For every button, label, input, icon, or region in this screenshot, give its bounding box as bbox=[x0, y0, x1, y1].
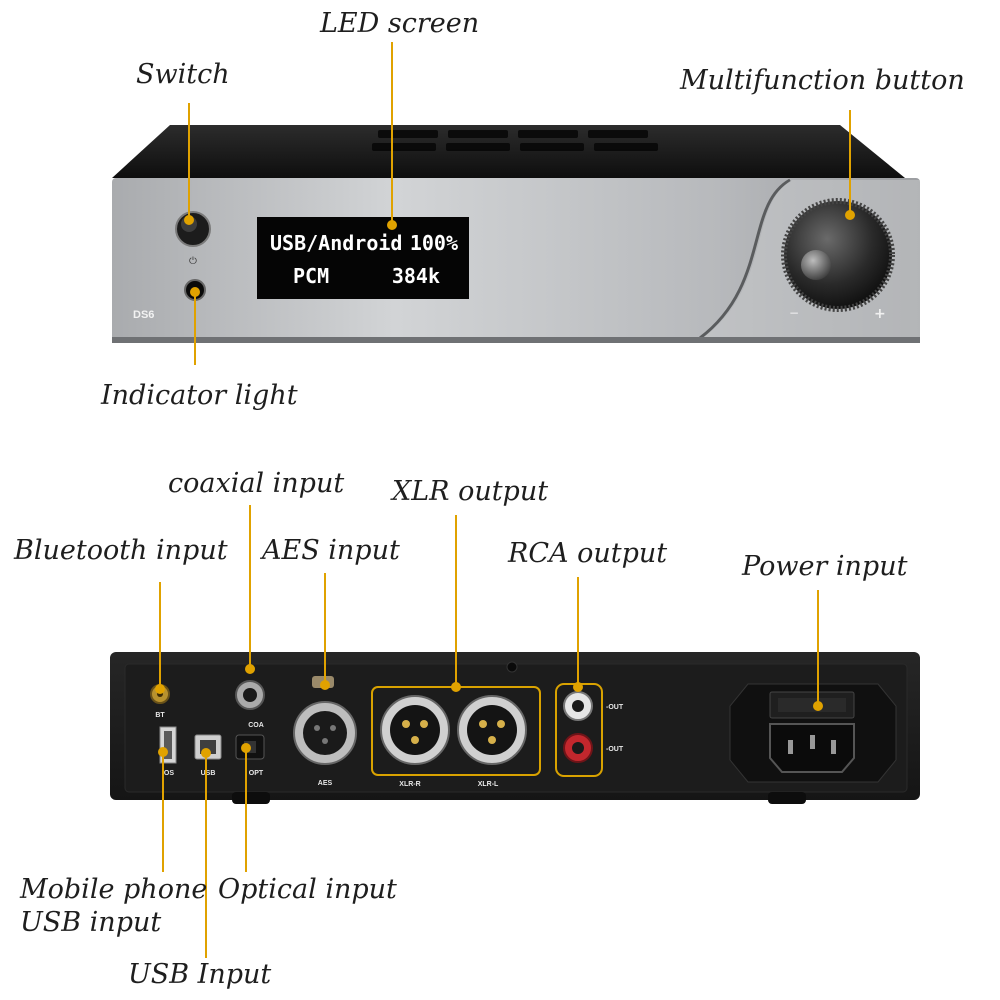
out-r-label: -OUT bbox=[606, 704, 624, 711]
opt-label: OPT bbox=[249, 770, 264, 777]
knob-plus-icon: + bbox=[874, 306, 886, 322]
coa-label: COA bbox=[248, 722, 264, 729]
label-xlr-output: XLR output bbox=[392, 476, 549, 507]
xlr-right-jack[interactable] bbox=[380, 695, 450, 765]
knob-cap bbox=[801, 250, 831, 280]
xlr-left-jack[interactable] bbox=[457, 695, 527, 765]
foot-left bbox=[232, 792, 270, 804]
foot-right bbox=[768, 792, 806, 804]
aes-label: AES bbox=[318, 780, 333, 787]
vent-slots bbox=[372, 130, 658, 151]
xlr-l-label: XLR-L bbox=[478, 781, 499, 788]
leader-lines bbox=[155, 42, 855, 958]
front-unit: ⏻ DS6 USB/Android 100% PCM 384k − + bbox=[112, 125, 920, 343]
display-line2-right: 384k bbox=[392, 264, 440, 288]
label-rca-output: RCA output bbox=[508, 538, 668, 569]
multifunction-knob[interactable] bbox=[784, 201, 892, 309]
label-bluetooth-input: Bluetooth input bbox=[14, 535, 228, 566]
label-multifunction-button: Multifunction button bbox=[680, 65, 965, 96]
face-curve bbox=[699, 178, 791, 340]
label-optical-input: Optical input bbox=[218, 874, 397, 905]
ground-screw bbox=[506, 661, 518, 673]
ios-label: IOS bbox=[162, 770, 174, 777]
xlr-r-label: XLR-R bbox=[399, 781, 420, 788]
rear-unit: BT IOS USB COA OPT AES bbox=[110, 652, 920, 804]
label-mobile-phone-usb-input-line2: USB input bbox=[20, 907, 162, 938]
label-led-screen: LED screen bbox=[320, 8, 480, 39]
usb-label: USB bbox=[201, 770, 216, 777]
label-usb-input: USB Input bbox=[128, 959, 272, 990]
rca-right-jack[interactable] bbox=[563, 691, 593, 721]
chassis-top bbox=[112, 125, 905, 178]
label-coaxial-input: coaxial input bbox=[168, 468, 345, 499]
knob-minus-icon: − bbox=[789, 306, 799, 320]
label-mobile-phone-usb-input-line1: Mobile phone bbox=[20, 874, 208, 905]
display-line2-left: PCM bbox=[293, 264, 329, 288]
display-line1-right: 100% bbox=[410, 231, 458, 255]
label-aes-input: AES input bbox=[262, 535, 400, 566]
led-screen bbox=[257, 217, 469, 299]
label-indicator-light: Indicator light bbox=[101, 380, 298, 411]
power-symbol-icon: ⏻ bbox=[189, 256, 197, 267]
model-text: DS6 bbox=[133, 309, 154, 321]
display-line1-left: USB/Android bbox=[270, 231, 402, 255]
label-switch: Switch bbox=[136, 59, 230, 90]
rca-left-jack[interactable] bbox=[563, 733, 593, 763]
out-l-label: -OUT bbox=[606, 746, 624, 753]
bt-label: BT bbox=[155, 712, 165, 719]
label-power-input: Power input bbox=[742, 551, 908, 582]
